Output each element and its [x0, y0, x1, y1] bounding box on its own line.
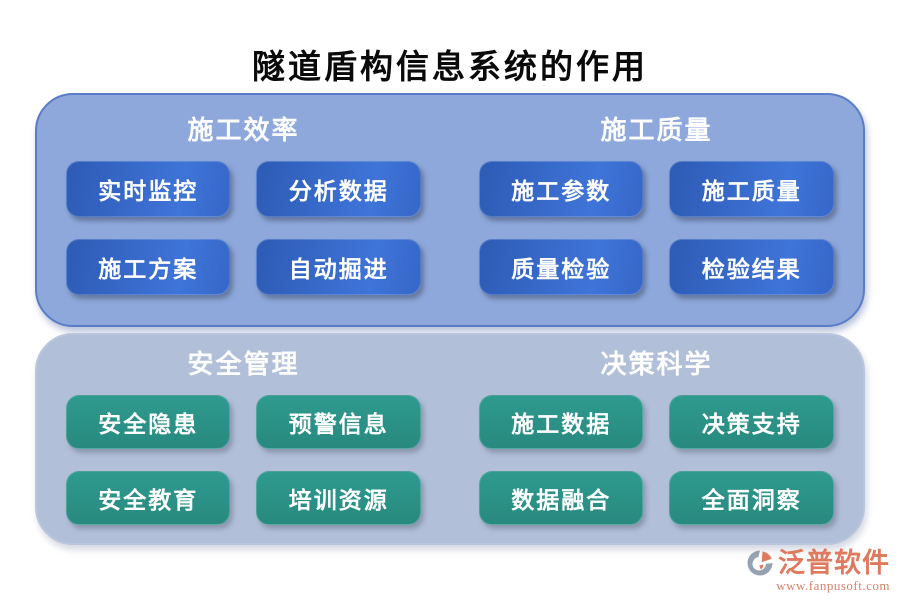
construction-data-button[interactable]: 施工数据 [478, 395, 644, 449]
button-grid: 施工数据 决策支持 数据融合 全面洞察 [478, 395, 835, 525]
training-resources-button[interactable]: 培训资源 [256, 471, 422, 525]
construction-quality-button[interactable]: 施工质量 [669, 161, 835, 217]
realtime-monitoring-button[interactable]: 实时监控 [65, 161, 231, 217]
quality-inspection-button[interactable]: 质量检验 [478, 239, 644, 295]
section-header-safety-management: 安全管理 [187, 350, 300, 379]
section-header-decision-science: 决策科学 [600, 350, 713, 379]
page-title: 隧道盾构信息系统的作用 [252, 50, 648, 86]
section-header-construction-quality: 施工质量 [600, 116, 713, 145]
safety-education-button[interactable]: 安全教育 [65, 471, 231, 525]
section-safety-management: 安全管理 安全隐患 预警信息 安全教育 培训资源 [37, 335, 450, 543]
button-grid: 安全隐患 预警信息 安全教育 培训资源 [65, 395, 422, 525]
data-fusion-button[interactable]: 数据融合 [478, 471, 644, 525]
auto-excavation-button[interactable]: 自动掘进 [256, 239, 422, 295]
button-grid: 实时监控 分析数据 施工方案 自动掘进 [65, 161, 422, 295]
data-analysis-button[interactable]: 分析数据 [256, 161, 422, 217]
decision-support-button[interactable]: 决策支持 [669, 395, 835, 449]
panel-top: 施工效率 实时监控 分析数据 施工方案 自动掘进 施工质量 施工参数 施工质量 … [35, 93, 865, 327]
section-header-construction-efficiency: 施工效率 [187, 116, 300, 145]
fanpu-logo-icon [747, 550, 773, 576]
button-grid: 施工参数 施工质量 质量检验 检验结果 [478, 161, 835, 295]
warning-info-button[interactable]: 预警信息 [256, 395, 422, 449]
inspection-result-button[interactable]: 检验结果 [669, 239, 835, 295]
construction-params-button[interactable]: 施工参数 [478, 161, 644, 217]
section-construction-quality: 施工质量 施工参数 施工质量 质量检验 检验结果 [450, 95, 863, 325]
brand-logo[interactable]: 泛普软件 www.fanpusoft.com [744, 548, 890, 594]
full-insight-button[interactable]: 全面洞察 [669, 471, 835, 525]
panel-bottom: 安全管理 安全隐患 预警信息 安全教育 培训资源 决策科学 施工数据 决策支持 … [35, 333, 865, 545]
section-construction-efficiency: 施工效率 实时监控 分析数据 施工方案 自动掘进 [37, 95, 450, 325]
section-decision-science: 决策科学 施工数据 决策支持 数据融合 全面洞察 [450, 335, 863, 543]
safety-hazard-button[interactable]: 安全隐患 [65, 395, 231, 449]
construction-plan-button[interactable]: 施工方案 [65, 239, 231, 295]
brand-url[interactable]: www.fanpusoft.com [776, 578, 890, 593]
brand-name: 泛普软件 [778, 548, 890, 578]
